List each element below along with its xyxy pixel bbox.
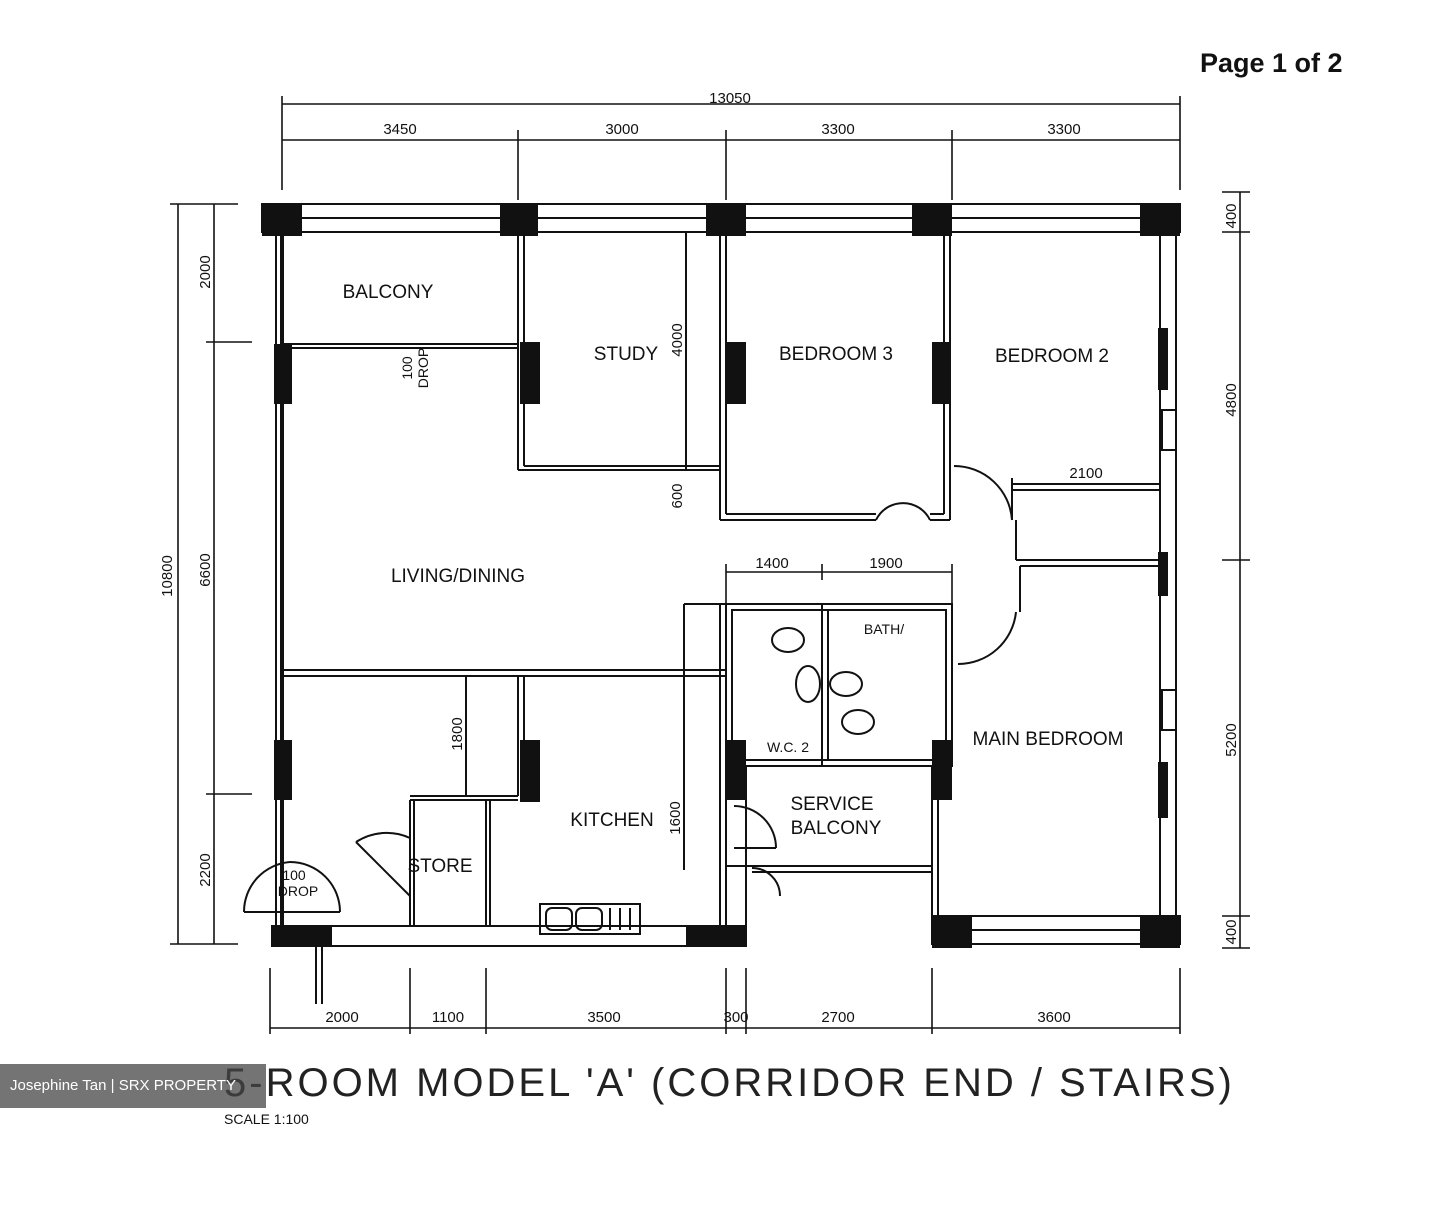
dim-bottom-5: 2700 — [821, 1009, 854, 1026]
dim-bottom-1: 2000 — [325, 1009, 358, 1026]
dim-right-1: 400 — [1223, 203, 1240, 228]
note-drop-bottom-label: DROP — [278, 883, 318, 899]
note-drop-top-value: 100 — [399, 356, 415, 380]
note-drop-bottom-value: 100 — [282, 867, 306, 883]
dim-kitchen-1600: 1600 — [667, 801, 684, 834]
dim-overall-width: 13050 — [709, 90, 751, 107]
dim-right-2: 4800 — [1223, 383, 1240, 416]
room-bedroom-3: BEDROOM 3 — [779, 344, 893, 365]
dim-study-600: 600 — [669, 483, 686, 508]
room-study: STUDY — [594, 344, 659, 365]
dim-right-3: 5200 — [1223, 723, 1240, 756]
dim-top-2: 3000 — [605, 121, 638, 138]
dim-right-4: 400 — [1223, 919, 1240, 944]
page-label: Page 1 of 2 — [1200, 48, 1343, 78]
note-drop-top-label: DROP — [415, 348, 431, 388]
plan-title: 5-ROOM MODEL 'A' (CORRIDOR END / STAIRS) — [224, 1061, 1235, 1105]
room-living-dining: LIVING/DINING — [391, 566, 525, 587]
dim-left-overall: 10800 — [159, 555, 176, 597]
room-bedroom-2: BEDROOM 2 — [995, 346, 1109, 367]
dim-bottom-2: 1100 — [432, 1009, 464, 1026]
room-store: STORE — [407, 856, 472, 877]
dim-bottom-3: 3500 — [587, 1009, 620, 1026]
dim-top-4: 3300 — [1047, 121, 1080, 138]
dim-left-2: 6600 — [197, 553, 214, 586]
room-kitchen: KITCHEN — [570, 810, 653, 831]
dim-top-3: 3300 — [821, 121, 854, 138]
room-wc-2: W.C. 2 — [767, 739, 809, 755]
dim-bath-1900: 1900 — [869, 555, 902, 572]
dim-bottom-4: 300 — [723, 1009, 748, 1026]
dim-bath-1400: 1400 — [755, 555, 788, 572]
plan-scale: SCALE 1:100 — [224, 1111, 309, 1127]
dim-left-3: 2200 — [197, 853, 214, 886]
room-bath: BATH/ — [864, 621, 904, 637]
room-service-balcony-line1: SERVICE — [790, 794, 873, 815]
watermark-credit: Josephine Tan | SRX PROPERTY — [0, 1064, 266, 1108]
dim-store-1800: 1800 — [449, 717, 466, 750]
dim-bed2-2100: 2100 — [1069, 465, 1102, 482]
dim-left-1: 2000 — [197, 255, 214, 288]
dim-bottom-6: 3600 — [1037, 1009, 1070, 1026]
room-balcony: BALCONY — [343, 282, 434, 303]
room-service-balcony-line2: BALCONY — [791, 818, 882, 839]
dim-study-4000: 4000 — [669, 323, 686, 356]
room-main-bedroom: MAIN BEDROOM — [973, 729, 1124, 750]
dim-top-1: 3450 — [383, 121, 416, 138]
